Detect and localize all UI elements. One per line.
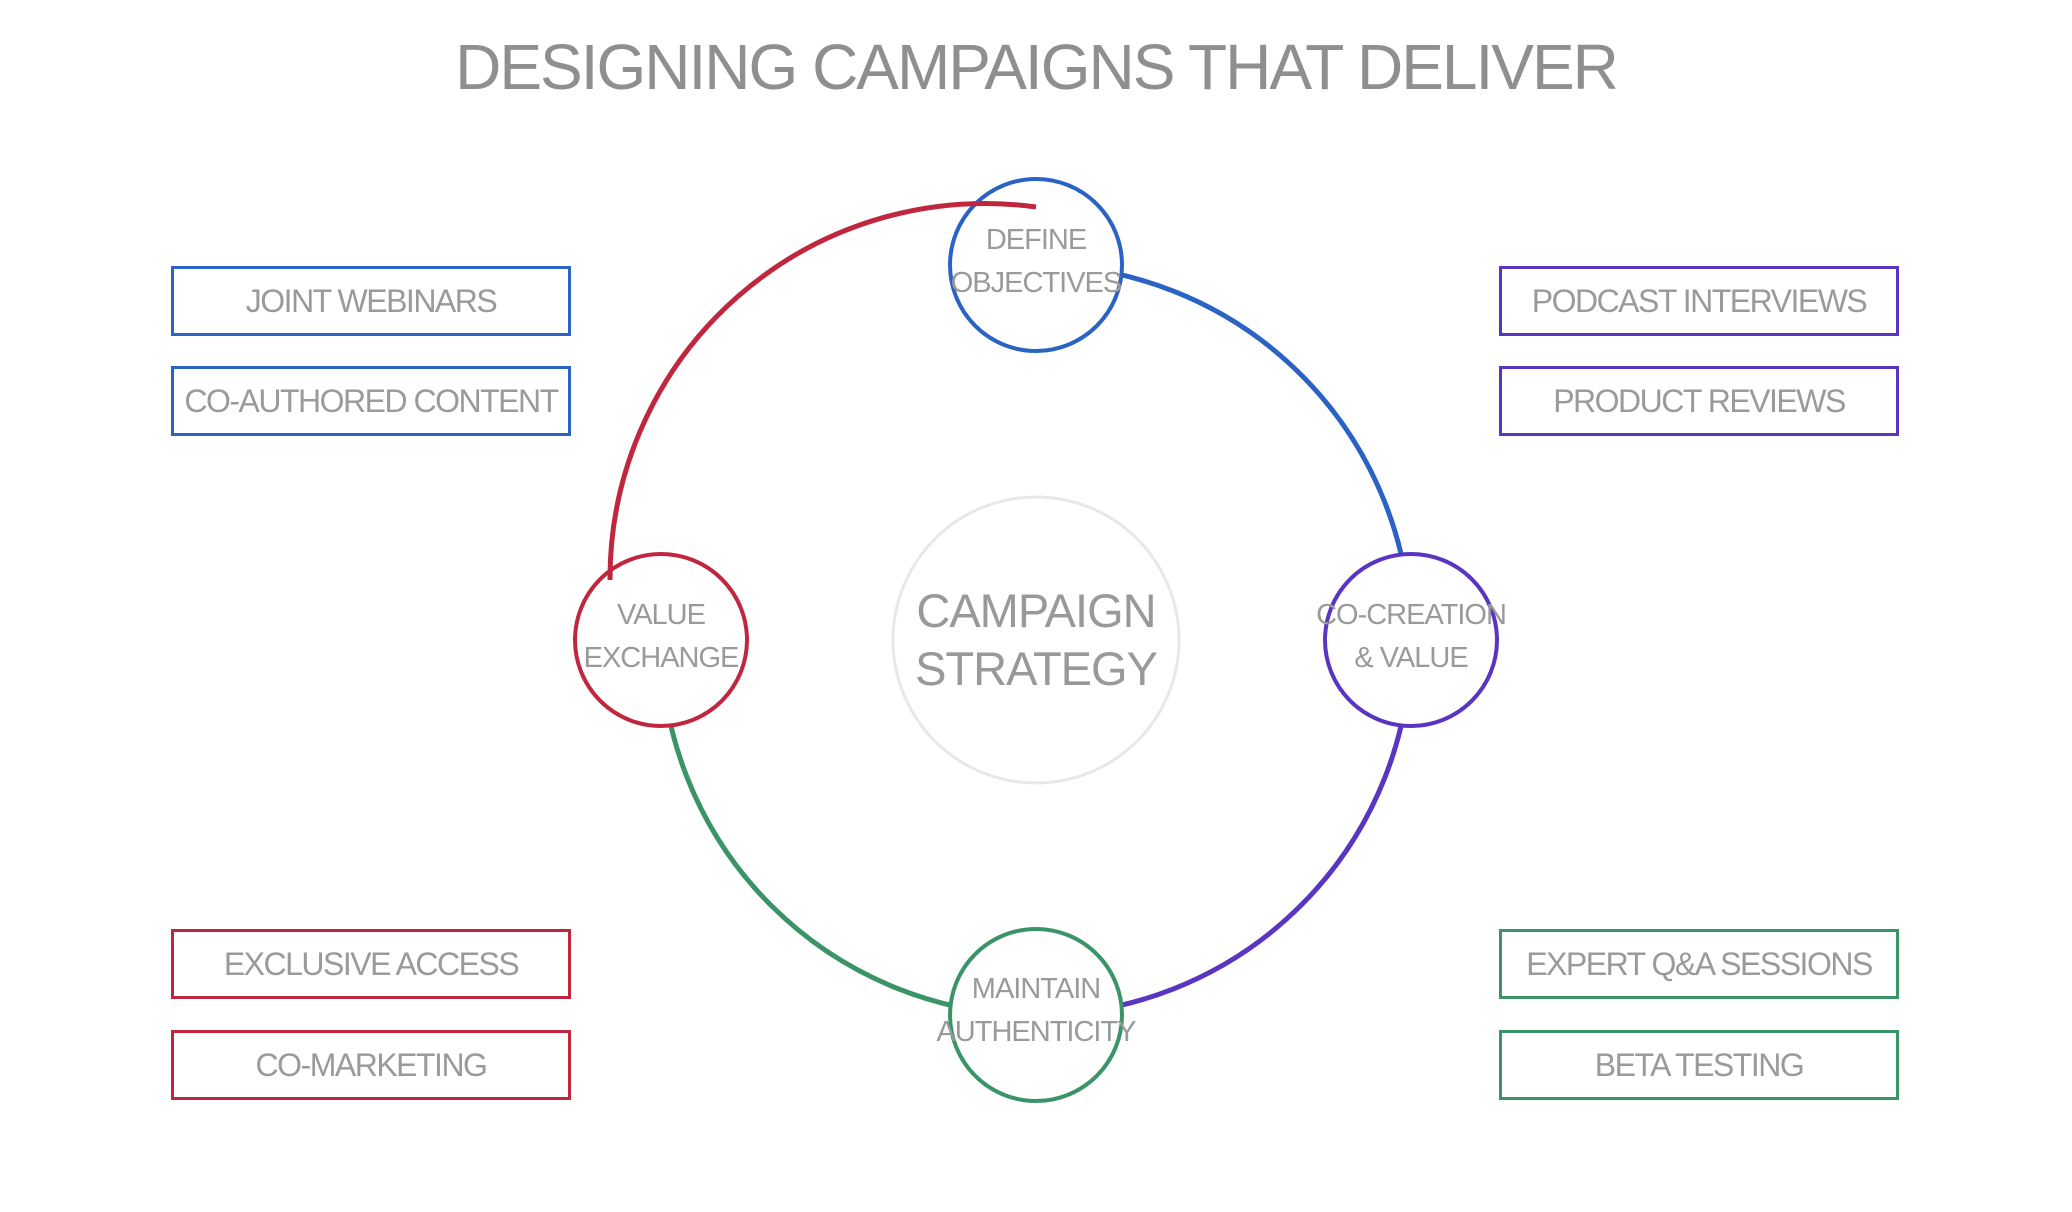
node-co-creation [1323, 552, 1499, 728]
tag-exclusive-access: EXCLUSIVE ACCESS [171, 929, 571, 999]
node-authenticity-line2: AUTHENTICITY [936, 1016, 1136, 1048]
node-exchange-line2: EXCHANGE [583, 642, 740, 674]
tag-joint-webinars: JOINT WEBINARS [171, 266, 571, 336]
node-cocreation-line2: & VALUE [1354, 642, 1468, 674]
node-exchange-line1: VALUE [617, 599, 706, 631]
tag-co-marketing: CO-MARKETING [171, 1030, 571, 1100]
node-authenticity-label: MAINTAIN AUTHENTICITY [936, 968, 1136, 1054]
center-label-line2: STRATEGY [915, 642, 1158, 695]
node-value-exchange [573, 552, 749, 728]
node-cocreation-label: CO-CREATION & VALUE [1316, 594, 1507, 680]
node-authenticity-line1: MAINTAIN [971, 973, 1101, 1005]
node-define-objectives [948, 177, 1124, 353]
center-ring [891, 495, 1181, 785]
node-cocreation-line1: CO-CREATION [1316, 599, 1507, 631]
node-define-line2: OBJECTIVES [950, 267, 1122, 299]
node-maintain-authenticity [948, 927, 1124, 1103]
arc-exchange-to-define [607, 201, 1037, 581]
node-exchange-label: VALUE EXCHANGE [583, 594, 740, 680]
tag-expert-qa-sessions: EXPERT Q&A SESSIONS [1499, 929, 1899, 999]
tag-co-authored-content: CO-AUTHORED CONTENT [171, 366, 571, 436]
center-label: CAMPAIGN STRATEGY [915, 582, 1158, 698]
center-label-line1: CAMPAIGN [916, 584, 1156, 637]
node-define-label: DEFINE OBJECTIVES [951, 219, 1122, 305]
page-title: DESIGNING CAMPAIGNS THAT DELIVER [455, 31, 1619, 103]
tag-product-reviews: PRODUCT REVIEWS [1499, 366, 1899, 436]
tag-podcast-interviews: PODCAST INTERVIEWS [1499, 266, 1899, 336]
tag-beta-testing: BETA TESTING [1499, 1030, 1899, 1100]
node-define-line1: DEFINE [985, 224, 1087, 256]
